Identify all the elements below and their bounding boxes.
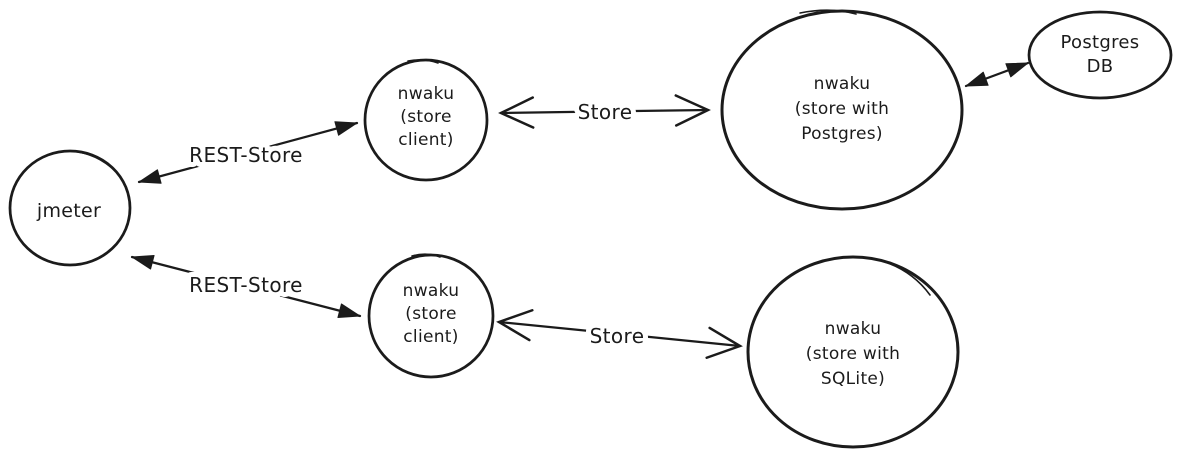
node-postgres-db[interactable]: Postgres DB [1027, 10, 1173, 100]
nwaku-store-client-bottom-sketch-stroke [411, 253, 441, 258]
store-bottom-label: Store [590, 324, 645, 348]
nwaku-store-client-bottom-label-line3: client) [403, 327, 458, 347]
store-top-arrow[interactable] [498, 94, 711, 129]
nwaku-store-client-top-label-line2: (store [400, 107, 451, 127]
edge-store-top[interactable]: Store [498, 94, 711, 129]
nwaku-store-postgres-sketch-stroke [799, 9, 857, 15]
nwaku-store-sqlite-sketch-stroke [887, 262, 931, 296]
rest-store-bottom-arrow[interactable] [130, 254, 362, 319]
store-top-label: Store [578, 100, 633, 124]
nwaku-store-sqlite-label-line1: nwaku [825, 319, 882, 339]
nwaku-store-sqlite-label-line2: (store with [806, 344, 900, 364]
postgres-db-label-line2: DB [1087, 56, 1114, 77]
postgres-db-ellipse[interactable] [1027, 10, 1173, 100]
nwaku-store-postgres-label-line2: (store with [795, 99, 889, 119]
store-bottom-arrow[interactable] [496, 308, 743, 360]
nwaku-store-sqlite-label-line3: SQLite) [821, 369, 885, 389]
postgres-db-label-line1: Postgres [1061, 32, 1140, 53]
nwaku-store-sqlite-circle[interactable] [746, 255, 960, 449]
jmeter-circle[interactable] [8, 149, 132, 267]
nwaku-store-client-top-label-line1: nwaku [398, 84, 455, 104]
nwaku-store-client-top-label-line3: client) [398, 130, 453, 150]
node-nwaku-store-postgres[interactable]: nwaku (store with Postgres) [720, 9, 964, 211]
edge-postgres-db-link[interactable] [964, 61, 1030, 88]
node-nwaku-store-client-bottom[interactable]: nwaku (store client) [367, 253, 495, 379]
postgres-db-link-arrow[interactable] [964, 61, 1030, 88]
edge-rest-store-top[interactable]: REST-Store [137, 121, 359, 184]
jmeter-label: jmeter [36, 200, 101, 222]
node-nwaku-store-client-top[interactable]: nwaku (store client) [363, 58, 489, 182]
edge-store-bottom[interactable]: Store [496, 308, 743, 360]
edge-rest-store-bottom[interactable]: REST-Store [130, 254, 362, 319]
rest-store-top-arrow[interactable] [137, 121, 359, 184]
nwaku-store-client-bottom-label-line2: (store [405, 304, 456, 324]
rest-store-bottom-label: REST-Store [189, 273, 303, 297]
nwaku-store-client-bottom-label-line1: nwaku [403, 281, 460, 301]
node-nwaku-store-sqlite[interactable]: nwaku (store with SQLite) [746, 255, 960, 449]
nwaku-store-postgres-label-line1: nwaku [814, 74, 871, 94]
node-jmeter[interactable]: jmeter [8, 149, 132, 267]
jmeter-sketch-stroke [77, 151, 121, 177]
rest-store-top-label: REST-Store [189, 143, 303, 167]
nwaku-store-postgres-label-line3: Postgres) [801, 124, 883, 144]
nwaku-store-client-top-sketch-stroke [407, 59, 439, 64]
